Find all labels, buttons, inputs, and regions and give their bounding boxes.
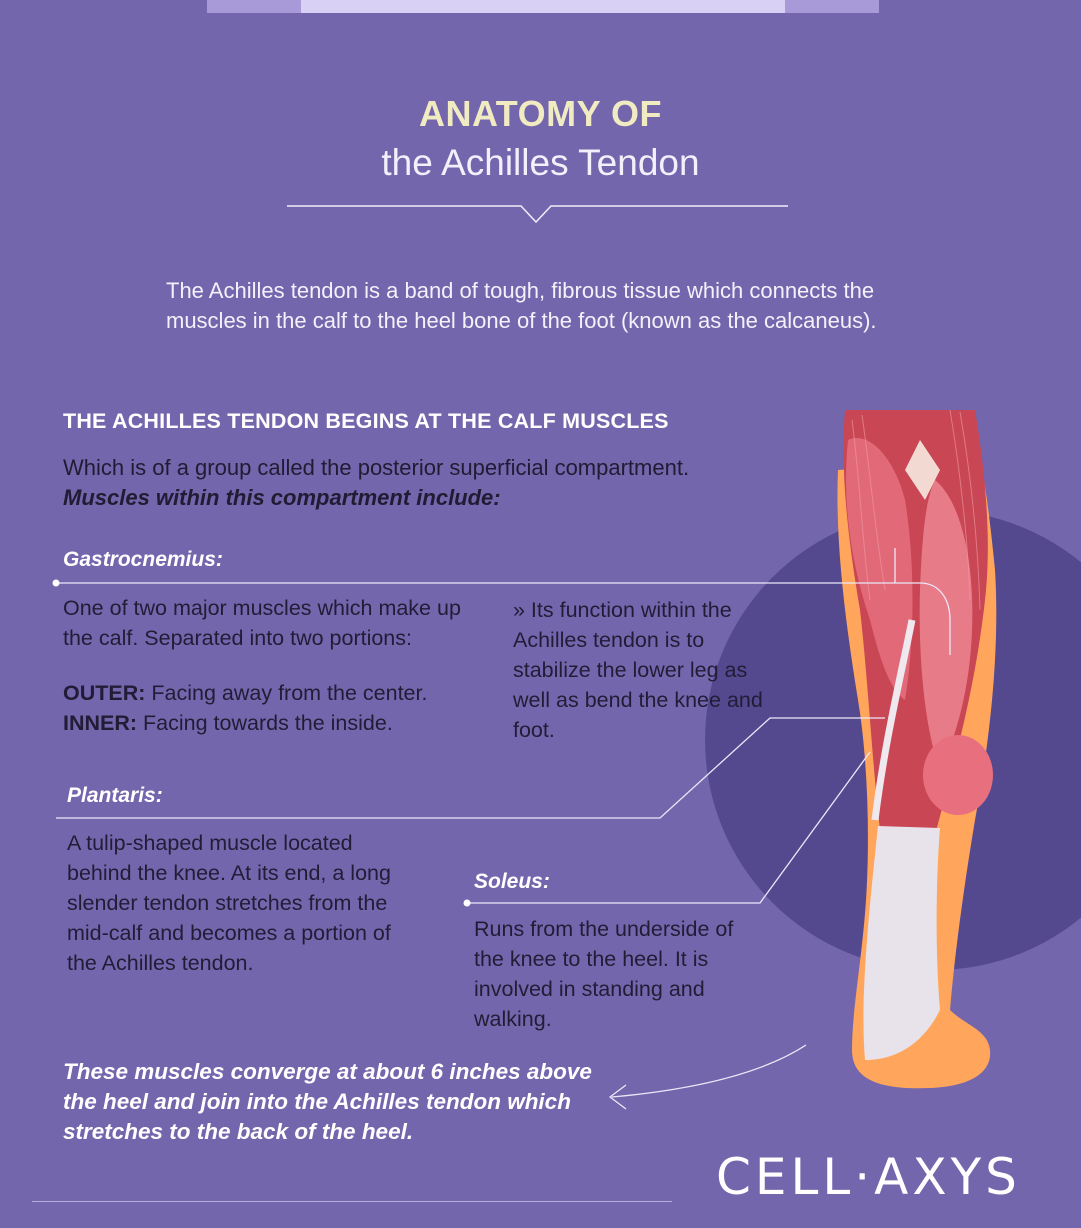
inner-portion: INNER: Facing towards the inside. — [63, 708, 427, 738]
soleus-lobe — [923, 735, 993, 815]
achilles-tendon — [863, 826, 940, 1060]
gastrocnemius-name: Gastrocnemius: — [63, 548, 223, 571]
gastrocnemius-portions: OUTER: Facing away from the center. INNE… — [63, 678, 427, 738]
gastrocnemius-text: One of two major muscles which make up t… — [63, 596, 461, 650]
soleus-dot — [463, 899, 471, 907]
section-heading: THE ACHILLES TENDON BEGINS AT THE CALF M… — [63, 409, 669, 433]
gastrocnemius-callout — [56, 582, 951, 655]
inner-text: Facing towards the inside. — [137, 711, 393, 735]
soleus-text: Runs from the underside of the knee to t… — [474, 917, 734, 1031]
plantaris-tendon — [871, 619, 916, 821]
page-title: ANATOMY OF — [418, 93, 662, 134]
cellaxys-logo: CELL·AXYS — [716, 1148, 1021, 1206]
title-divider — [287, 205, 788, 224]
plantaris-name: Plantaris: — [67, 784, 163, 807]
section-description: Which is of a group called the posterior… — [63, 453, 689, 513]
intro-text: The Achilles tendon is a band of tough, … — [166, 278, 877, 333]
gastrocnemius-lobe-left — [846, 438, 913, 700]
plantaris-text: A tulip-shaped muscle located behind the… — [67, 831, 391, 975]
bottom-divider — [32, 1201, 672, 1202]
leg-illustration — [837, 409, 997, 1089]
page-subtitle: the Achilles Tendon — [381, 142, 700, 183]
knee-fold — [905, 440, 940, 500]
gastrocnemius-function: » Its function within the Achilles tendo… — [513, 598, 763, 742]
inner-label: INNER: — [63, 711, 138, 735]
section-description-text: Which is of a group called the posterior… — [63, 455, 690, 480]
gastrocnemius-lobe-right — [919, 480, 973, 770]
converge-arrowhead — [608, 1084, 627, 1110]
converge-arrow — [611, 1044, 807, 1098]
plantaris-callout — [56, 717, 885, 819]
outer-portion: OUTER: Facing away from the center. — [63, 678, 427, 708]
outer-label: OUTER: — [63, 681, 146, 705]
converge-note: These muscles converge at about 6 inches… — [63, 1059, 592, 1144]
soleus-callout — [467, 751, 871, 904]
section-emphasis: Muscles within this compartment include: — [63, 485, 501, 510]
gastrocnemius-dot — [52, 579, 60, 587]
top-bar-highlight — [301, 0, 785, 13]
soleus-name: Soleus: — [474, 870, 550, 893]
outer-text: Facing away from the center. — [145, 681, 428, 705]
